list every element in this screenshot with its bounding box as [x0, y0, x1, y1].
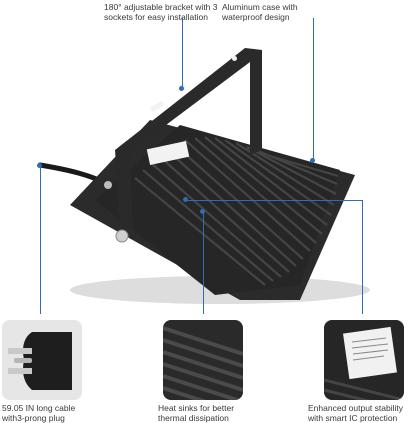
caption-protection-line2: with smart IC protection [308, 413, 398, 423]
callout-dot-cable [37, 163, 42, 168]
caption-protection: Enhanced output stability with smart IC … [308, 403, 403, 423]
cable-gland [104, 181, 112, 189]
callout-line-protection-h [186, 200, 362, 201]
caption-protection-line1: Enhanced output stability [308, 403, 403, 413]
callout-dot-protection [183, 197, 188, 202]
ic-label-icon [324, 320, 404, 400]
bracket-slot [150, 101, 164, 112]
thumbnail-plug [2, 320, 82, 400]
thumbnail-ic-label [324, 320, 404, 400]
caption-heatsink-line1: Heat sinks for better [158, 403, 235, 413]
thumbnail-heatsink [163, 320, 243, 400]
caption-cable-line1: 59.05 IN long cable [2, 403, 76, 413]
caption-heatsink: Heat sinks for better thermal dissipatio… [158, 403, 234, 423]
callout-dot-heatsink [200, 209, 205, 214]
spec-label [146, 141, 190, 165]
plug-icon [2, 320, 82, 400]
caption-cable-line2: with3-prong plug [2, 413, 65, 423]
caption-bracket: 180° adjustable bracket with 3 sockets f… [104, 2, 218, 22]
callout-line-case [313, 18, 314, 160]
callout-line-heatsink [203, 212, 204, 314]
caption-bracket-line1: 180° adjustable bracket with 3 [104, 2, 218, 12]
callout-line-cable [40, 166, 41, 314]
callout-dot-bracket [179, 86, 184, 91]
caption-bracket-line2: sockets for easy installation [104, 12, 208, 22]
callout-line-protection [362, 200, 363, 314]
caption-case-line1: Aluminum case with [222, 2, 298, 12]
mounting-bracket [115, 48, 262, 230]
caption-heatsink-line2: thermal dissipation [158, 413, 229, 423]
callout-dot-case [310, 158, 315, 163]
callout-line-bracket [182, 18, 183, 88]
heatsink-icon [163, 320, 243, 400]
caption-case-line2: waterproof design [222, 12, 290, 22]
caption-cable: 59.05 IN long cable with3-prong plug [2, 403, 75, 423]
bracket-knob [115, 229, 129, 243]
bracket-hole-2 [232, 56, 237, 61]
caption-case: Aluminum case with waterproof design [222, 2, 298, 22]
